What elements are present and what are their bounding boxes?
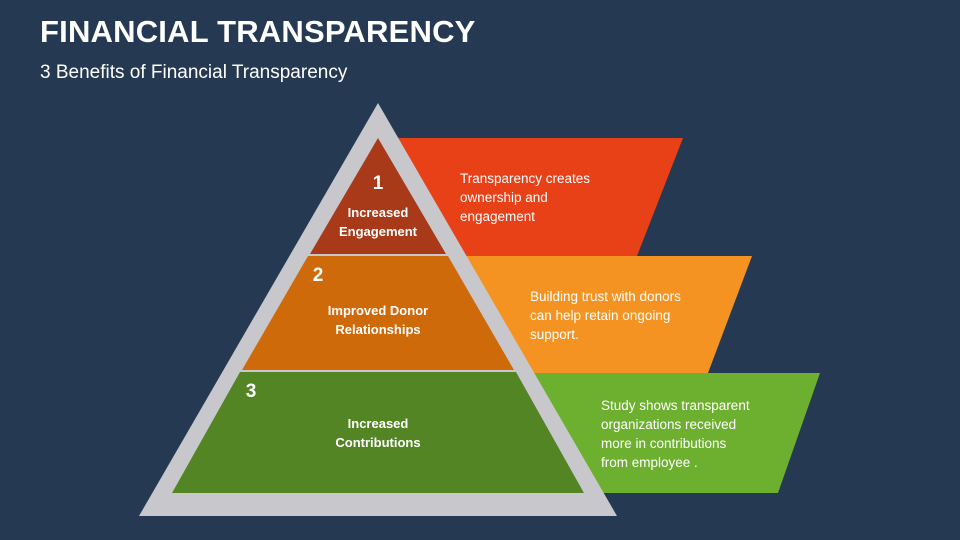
band-1 <box>390 138 683 256</box>
level-3-title-line-1: Increased <box>348 416 409 431</box>
level-2-title-line-1: Improved Donor <box>328 303 428 318</box>
level-1-title-line-1: Increased <box>348 205 409 220</box>
page-title: FINANCIAL TRANSPARENCY <box>40 14 476 49</box>
tier-3 <box>172 372 584 493</box>
level-1-number: 1 <box>373 173 384 194</box>
tier-2 <box>242 256 514 370</box>
tier-1 <box>310 138 446 254</box>
level-3-description-line-1: Study shows transparent <box>601 398 750 413</box>
band-2 <box>440 256 752 373</box>
level-3-description-line-4: from employee . <box>601 455 698 470</box>
level-1-description-line-3: engagement <box>460 209 535 224</box>
level-2-description-line-2: can help retain ongoing <box>530 308 670 323</box>
page-subtitle: 3 Benefits of Financial Transparency <box>40 62 348 83</box>
level-3-title-line-2: Contributions <box>335 435 420 450</box>
level-1-title-line-2: Engagement <box>339 224 418 239</box>
level-2-description-line-1: Building trust with donors <box>530 289 681 304</box>
level-2-title-line-2: Relationships <box>335 322 420 337</box>
level-3-description-line-2: organizations received <box>601 417 736 432</box>
level-2-description-line-3: support. <box>530 327 579 342</box>
level-1-description-line-2: ownership and <box>460 190 548 205</box>
level-3-number: 3 <box>246 381 257 402</box>
level-1-description-line-1: Transparency creates <box>460 171 590 186</box>
level-3-description-line-3: more in contributions <box>601 436 727 451</box>
level-2-number: 2 <box>313 265 324 286</box>
